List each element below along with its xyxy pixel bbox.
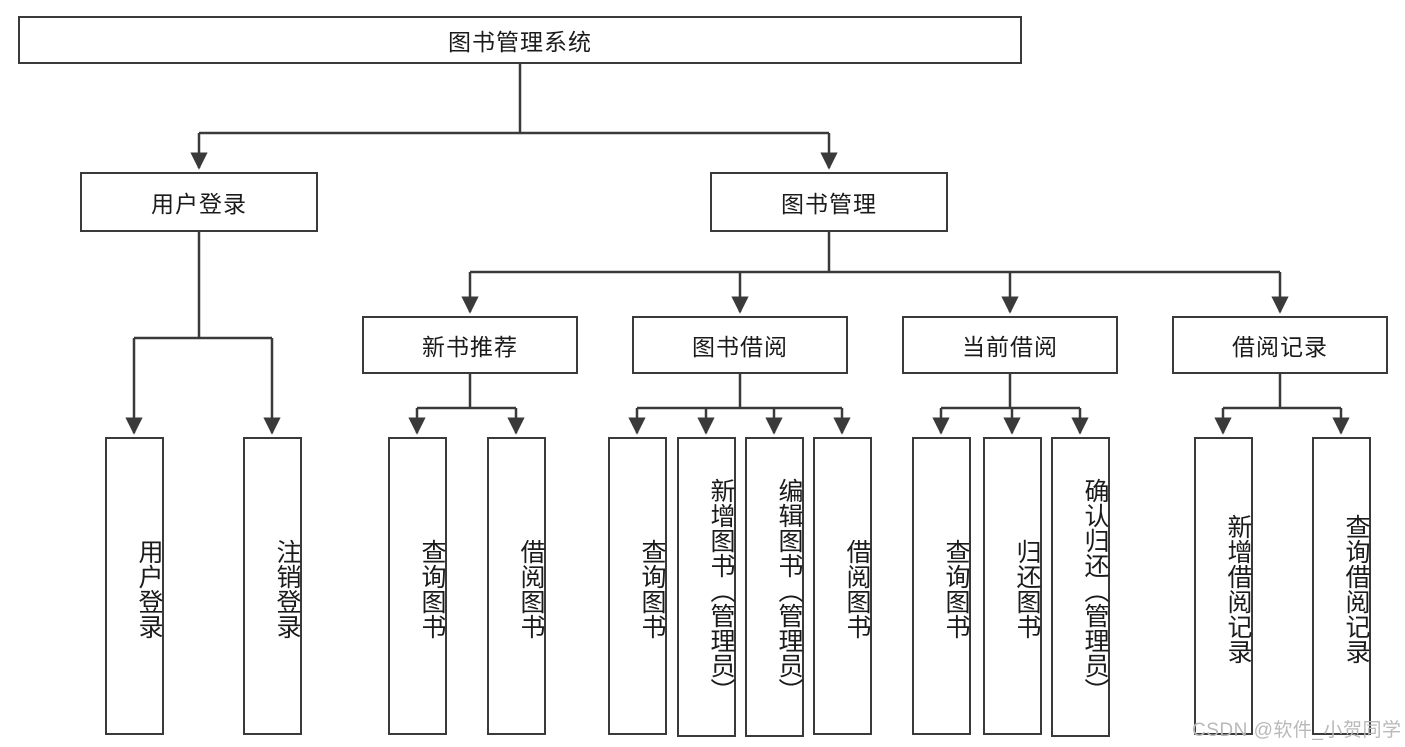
leaf-rec-add-record[interactable]: 新增借阅记录	[1194, 437, 1253, 735]
leaf-borrow-edit-book-label: 编辑图书（管理员）	[775, 477, 803, 703]
leaf-cur-query-book-label: 查询图书	[942, 539, 970, 639]
leaf-user-login-label: 用户登录	[135, 539, 163, 639]
leaf-user-login[interactable]: 用户登录	[105, 437, 164, 735]
leaf-cur-confirm-return[interactable]: 确认归还（管理员）	[1051, 437, 1110, 737]
node-book-borrow-label: 图书借阅	[692, 334, 788, 360]
node-borrow-record[interactable]: 借阅记录	[1172, 316, 1388, 374]
node-new-book-rec[interactable]: 新书推荐	[362, 316, 578, 374]
leaf-rec-query-record[interactable]: 查询借阅记录	[1312, 437, 1371, 735]
node-current-borrow-label: 当前借阅	[962, 334, 1058, 360]
leaf-borrow-add-book-label: 新增图书（管理员）	[707, 477, 735, 703]
node-borrow-record-label: 借阅记录	[1232, 334, 1328, 360]
leaf-borrow-add-book[interactable]: 新增图书（管理员）	[677, 437, 736, 737]
leaf-borrow-edit-book[interactable]: 编辑图书（管理员）	[745, 437, 804, 737]
node-user-login[interactable]: 用户登录	[80, 172, 318, 232]
leaf-rec-borrow-book-label: 借阅图书	[517, 539, 545, 639]
leaf-borrow-query-book-label: 查询图书	[638, 539, 666, 639]
leaf-rec-borrow-book[interactable]: 借阅图书	[487, 437, 546, 735]
leaf-rec-query-record-label: 查询借阅记录	[1342, 514, 1370, 664]
leaf-borrow-borrow-book[interactable]: 借阅图书	[813, 437, 872, 735]
leaf-cur-return-book-label: 归还图书	[1013, 539, 1041, 639]
leaf-cur-query-book[interactable]: 查询图书	[912, 437, 971, 735]
leaf-rec-query-book-label: 查询图书	[418, 539, 446, 639]
node-new-book-rec-label: 新书推荐	[422, 334, 518, 360]
node-current-borrow[interactable]: 当前借阅	[902, 316, 1118, 374]
node-root[interactable]: 图书管理系统	[18, 16, 1022, 64]
node-root-label: 图书管理系统	[448, 29, 592, 55]
node-book-manage-label: 图书管理	[781, 191, 877, 217]
csdn-watermark: CSDN @软件_小贺同学	[1192, 720, 1402, 741]
leaf-rec-query-book[interactable]: 查询图书	[388, 437, 447, 735]
leaf-user-logout-label: 注销登录	[273, 539, 301, 639]
node-user-login-label: 用户登录	[151, 191, 247, 217]
leaf-borrow-borrow-book-label: 借阅图书	[843, 539, 871, 639]
leaf-cur-return-book[interactable]: 归还图书	[983, 437, 1042, 735]
leaf-cur-confirm-return-label: 确认归还（管理员）	[1081, 477, 1109, 703]
leaf-rec-add-record-label: 新增借阅记录	[1224, 514, 1252, 664]
node-book-manage[interactable]: 图书管理	[710, 172, 948, 232]
node-book-borrow[interactable]: 图书借阅	[632, 316, 848, 374]
leaf-user-logout[interactable]: 注销登录	[243, 437, 302, 735]
leaf-borrow-query-book[interactable]: 查询图书	[608, 437, 667, 735]
